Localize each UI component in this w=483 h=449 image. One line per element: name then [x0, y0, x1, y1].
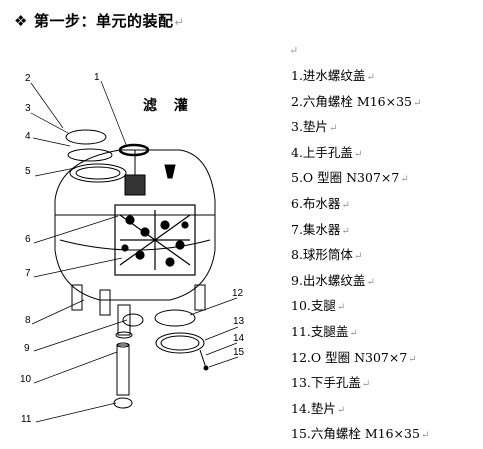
paragraph-mark-icon: ↵ — [328, 123, 338, 135]
callout-2: 2 — [25, 73, 31, 84]
parts-list-item: 15.六角螺栓 M16×35↵ — [291, 426, 430, 442]
paragraph-mark-icon: ↵ — [341, 225, 350, 237]
parts-list-item: 4.上手孔盖↵ — [291, 144, 363, 160]
inlet-assembly — [118, 143, 176, 196]
parts-list-item: 14.垫片↵ — [291, 400, 346, 416]
paragraph-mark-icon: ↵ — [412, 97, 422, 109]
parts-list-item: 10.支腿↵ — [291, 298, 346, 314]
paragraph-mark-icon: ↵ — [174, 16, 185, 29]
paragraph-mark-icon: ↵ — [420, 430, 430, 442]
paragraph-mark-icon: ↵ — [366, 276, 375, 288]
parts-list-item: 11.支腿盖↵ — [291, 323, 358, 339]
heading-text: 第一步：单元的装配 — [33, 12, 174, 30]
callout-6: 6 — [25, 234, 31, 245]
callout-8: 8 — [25, 315, 31, 326]
callout-5: 5 — [25, 166, 31, 177]
support-legs — [71, 284, 206, 339]
diamond-bullet-icon: ❖ — [14, 12, 28, 30]
parts-list-item: 13.下手孔盖↵ — [291, 375, 371, 391]
callout-15: 15 — [233, 347, 245, 358]
parts-list-item: 7.集水器↵ — [291, 221, 350, 237]
paragraph-mark-icon: ↵ — [366, 72, 375, 83]
callout-10: 10 — [20, 374, 32, 385]
paragraph-mark-icon: ↵ — [336, 302, 346, 314]
parts-list-item: 9.出水螺纹盖↵ — [291, 272, 375, 288]
parts-list-item: 1.进水螺纹盖↵ — [291, 68, 375, 83]
leader-lines — [30, 80, 239, 423]
paragraph-mark-icon: ↵ — [336, 404, 346, 416]
parts-list-item: 3.垫片↵ — [291, 119, 338, 135]
callout-14: 14 — [233, 333, 245, 344]
paragraph-mark-icon: ↵ — [408, 353, 417, 365]
section-heading: ❖ 第一步：单元的装配↵ — [14, 10, 184, 31]
callout-3: 3 — [25, 103, 31, 114]
callout-4: 4 — [25, 131, 31, 142]
callout-11: 11 — [21, 414, 32, 425]
parts-list-item: 6.布水器↵ — [291, 195, 350, 211]
bottom-manhole — [154, 309, 209, 371]
callout-9: 9 — [24, 343, 30, 354]
parts-list: 1.进水螺纹盖↵ 2.六角螺栓 M16×35↵ 3.垫片↵ 4.上手孔盖↵ 5.… — [291, 63, 429, 447]
callout-13: 13 — [233, 316, 245, 327]
paragraph-mark-icon: ↵ — [349, 327, 358, 339]
spherical-shell — [54, 149, 216, 301]
paragraph-mark-icon: ↵ — [341, 199, 350, 211]
paragraph-mark-icon: ↵ — [361, 379, 371, 391]
paragraph-mark-icon: ↵ — [353, 148, 363, 160]
parts-list-item: 8.球形筒体↵ — [291, 247, 363, 263]
exploded-leg — [113, 342, 133, 409]
internal-distributor — [114, 204, 196, 276]
paragraph-mark-icon: ↵ — [289, 44, 299, 57]
callout-1: 1 — [94, 72, 100, 83]
callout-7: 7 — [25, 268, 31, 279]
parts-list-item: 2.六角螺栓 M16×35↵ — [291, 93, 422, 109]
paragraph-mark-icon: ↵ — [400, 174, 409, 186]
parts-list-item: 5.O 型圈 N307×7↵ — [291, 170, 409, 186]
top-manhole — [65, 129, 127, 183]
paragraph-mark-icon: ↵ — [353, 251, 363, 263]
parts-list-item: 12.O 型圈 N307×7↵ — [291, 349, 417, 365]
diagram-title: 滤 灌 — [143, 98, 194, 114]
filter-tank-drawing — [30, 80, 239, 423]
callout-12: 12 — [232, 288, 244, 299]
